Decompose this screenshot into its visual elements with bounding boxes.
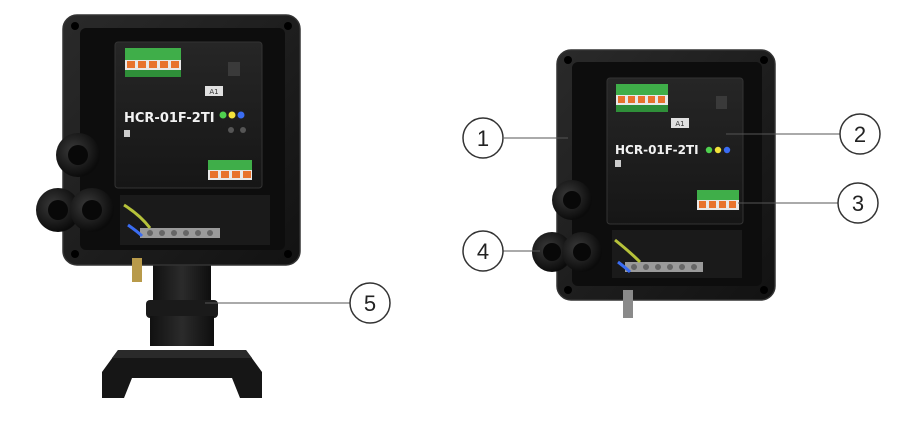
cable-glands: [36, 133, 114, 232]
pole-mount: [102, 258, 262, 398]
usb-port: [228, 62, 240, 76]
callout-2: 2: [726, 113, 881, 155]
callout-3-label: 3: [852, 191, 864, 216]
button-left: [228, 127, 234, 133]
led-green: [219, 111, 227, 119]
left-device: A1 HCR-01F-2TI: [36, 14, 301, 398]
callout-1: 1: [462, 117, 568, 159]
control-module: A1 HCR-01F-2TI: [114, 41, 263, 189]
earth-bar: [612, 230, 742, 318]
callout-2-label: 2: [854, 122, 866, 147]
led-yellow: [228, 111, 236, 119]
callout-5-label: 5: [364, 291, 376, 316]
module-model-label: HCR-01F-2TI: [124, 111, 215, 126]
terminal-block-bottom: [697, 190, 739, 210]
terminal-block-top: [616, 84, 668, 112]
earth-bar: [120, 195, 270, 282]
callouts: 1 2 3 4 5: [205, 113, 881, 324]
led-green: [705, 146, 713, 154]
callout-5: 5: [205, 282, 391, 324]
callout-4-label: 4: [477, 239, 489, 264]
led-yellow: [714, 146, 722, 154]
brand-logo: [615, 160, 621, 167]
callout-1-label: 1: [477, 126, 489, 151]
position-tag: [671, 118, 689, 128]
position-tag: [205, 86, 223, 96]
control-module: A1 HCR-01F-2TI: [606, 77, 744, 225]
led-blue: [723, 146, 731, 154]
callout-4: 4: [462, 230, 540, 272]
module-model-label: HCR-01F-2TI: [615, 143, 699, 157]
brand-logo: [124, 130, 130, 137]
button-right: [240, 127, 246, 133]
terminal-block-top: [125, 48, 181, 77]
callout-3: 3: [738, 182, 879, 224]
position-tag-label: A1: [675, 120, 684, 128]
terminal-block-bottom: [208, 160, 252, 180]
right-device: A1 HCR-01F-2TI: [532, 49, 776, 318]
position-tag-label: A1: [209, 88, 218, 96]
led-blue: [237, 111, 245, 119]
cable-glands: [532, 180, 602, 272]
usb-port: [716, 96, 727, 109]
